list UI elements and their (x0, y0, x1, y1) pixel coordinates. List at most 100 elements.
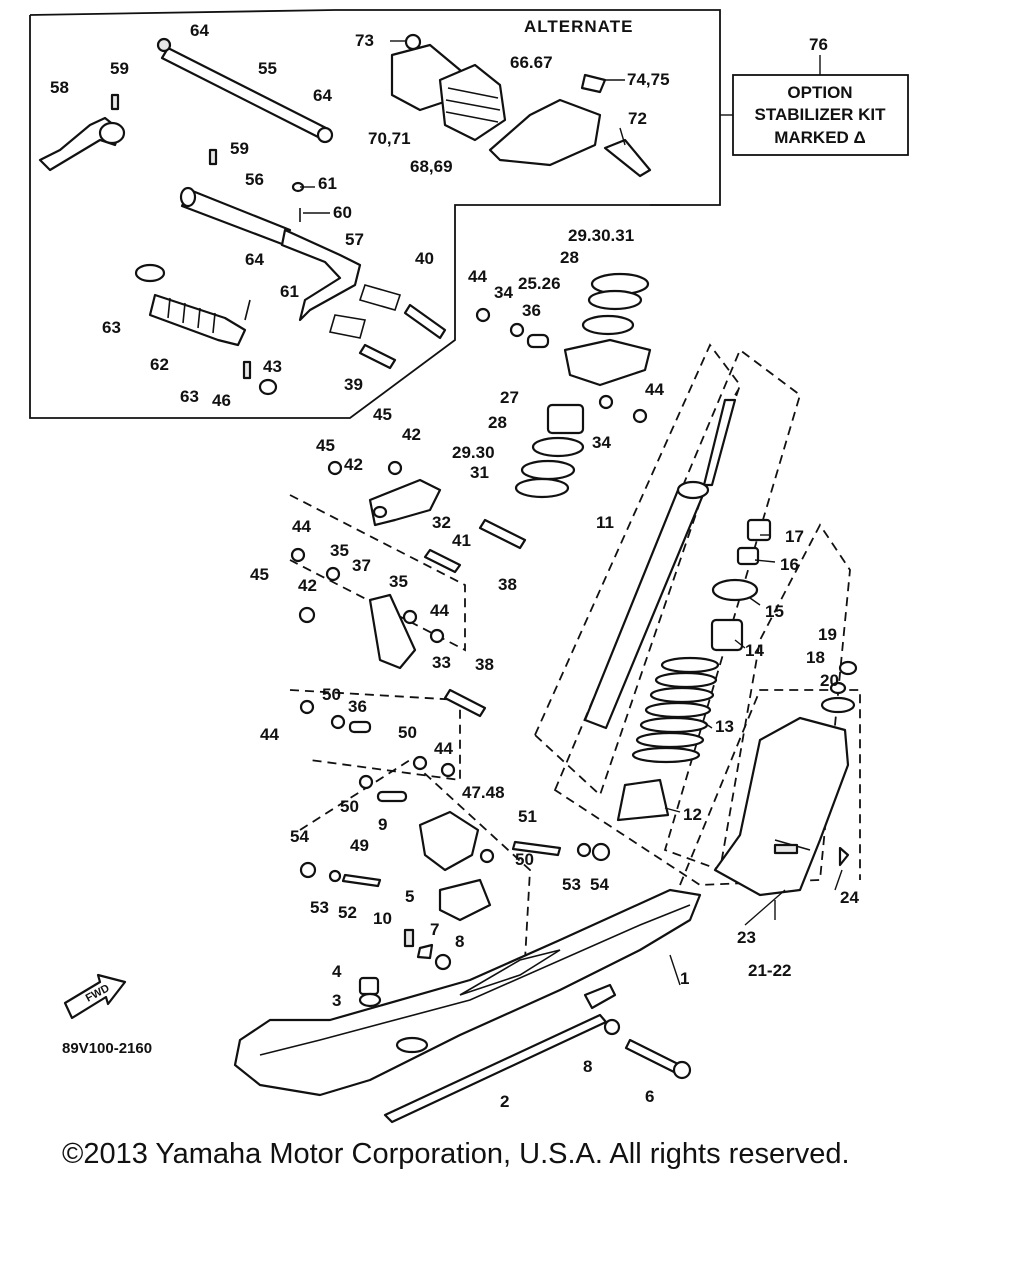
shock-collar (676, 480, 710, 500)
callout: 8 (455, 932, 464, 951)
option-line3: MARKED Δ (774, 128, 866, 147)
callout: 70,71 (368, 129, 411, 148)
spring-13 (631, 656, 720, 764)
callout: 73 (355, 31, 374, 50)
pin-9 (376, 790, 408, 803)
option-line2: STABILIZER KIT (755, 105, 887, 124)
ski-cutout (459, 949, 561, 996)
grip-ribs (167, 297, 216, 334)
callout: 4 (332, 962, 342, 981)
callout: 31 (470, 463, 489, 482)
callout: 32 (432, 513, 451, 532)
callout: 29.30 (452, 443, 495, 462)
callout: 6 (645, 1087, 654, 1106)
option-ref: 76 (809, 35, 828, 54)
callout: 44 (430, 601, 449, 620)
spring-section-outline (553, 348, 851, 886)
ring-28b (581, 314, 635, 336)
callout: 34 (592, 433, 611, 452)
callout: 11 (596, 513, 614, 532)
callout: 25.26 (518, 274, 561, 293)
callout: 61 (318, 174, 337, 193)
arm-33 (368, 593, 417, 670)
callout: 9 (378, 815, 387, 834)
callout: 64 (190, 21, 209, 40)
callout: 36 (348, 697, 367, 716)
washer-8a (434, 953, 452, 971)
callout: 59 (110, 59, 129, 78)
ring-28c (531, 436, 585, 458)
bolt-38a (478, 518, 527, 550)
body-section-outline (679, 689, 861, 886)
callout: 18 (806, 648, 825, 667)
grip-62 (148, 293, 247, 347)
knuckle-outline (299, 758, 531, 961)
rod-55 (160, 46, 332, 142)
callout: 68,69 (410, 157, 453, 176)
callout: 50 (515, 850, 534, 869)
callout: 44 (434, 739, 453, 758)
callout: 39 (344, 375, 363, 394)
ring-28a (587, 289, 643, 311)
callout: 57 (345, 230, 364, 249)
callout: 62 (150, 355, 169, 374)
callout: 20 (820, 671, 839, 690)
callout: 50 (322, 685, 341, 704)
callout: 40 (415, 249, 434, 268)
spring-59b (208, 148, 218, 166)
callout: 34 (494, 283, 513, 302)
grip-pin (244, 299, 251, 321)
callout: 56 (245, 170, 264, 189)
label-23 (773, 843, 799, 855)
callout: 41 (452, 531, 471, 550)
bolt-52 (341, 873, 382, 888)
callout: 44 (645, 380, 664, 399)
callout: 33 (432, 653, 451, 672)
small-washers (290, 307, 648, 883)
bolt-73 (404, 33, 422, 51)
callout: 37 (352, 556, 371, 575)
parts-diagram: 64 59 58 55 64 59 56 61 60 64 57 61 63 6… (29, 9, 909, 1124)
link-32-hole (372, 505, 388, 519)
spring-59a (110, 93, 120, 111)
callout: 35 (330, 541, 349, 560)
runner-hook (583, 983, 617, 1010)
callout: 2 (500, 1092, 509, 1111)
fwd-arrow-icon (63, 973, 127, 1020)
callout: 42 (344, 455, 363, 474)
callout: 45 (316, 436, 335, 455)
handle-kit-frame (29, 9, 721, 419)
callout: 46 (212, 391, 231, 410)
callout: 35 (389, 572, 408, 591)
cap-4 (358, 976, 380, 996)
copyright-notice: ©2013 Yamaha Motor Corporation, U.S.A. A… (62, 1138, 850, 1170)
pin-72 (603, 138, 652, 178)
callout: 29.30.31 (568, 226, 634, 245)
callout: 3 (332, 991, 341, 1010)
callout: 15 (765, 602, 784, 621)
bracket-5 (438, 878, 492, 922)
callout: 24 (840, 888, 859, 907)
bolt-10 (403, 928, 415, 948)
callout-labels: 64 59 58 55 64 59 56 61 60 64 57 61 63 6… (50, 21, 859, 1111)
lever-boss (98, 121, 126, 145)
callout: 64 (313, 86, 332, 105)
callout: 66.67 (510, 53, 553, 72)
leader-lines (300, 40, 843, 986)
collar-27 (546, 403, 585, 435)
seat-12 (616, 778, 670, 822)
callout: 51 (518, 807, 537, 826)
spindle-21-22 (713, 716, 850, 897)
callout: 47.48 (462, 783, 505, 802)
callout: 59 (230, 139, 249, 158)
clamp-63 (134, 263, 166, 283)
clip-18 (829, 681, 847, 695)
callout: 45 (373, 405, 392, 424)
stopper-14 (710, 618, 744, 652)
callout: 53 (310, 898, 329, 917)
callout: 13 (715, 717, 734, 736)
bolt-43 (242, 360, 252, 380)
washer-3 (358, 992, 382, 1008)
bracket-25-26 (563, 338, 652, 387)
callout: 72 (628, 109, 647, 128)
